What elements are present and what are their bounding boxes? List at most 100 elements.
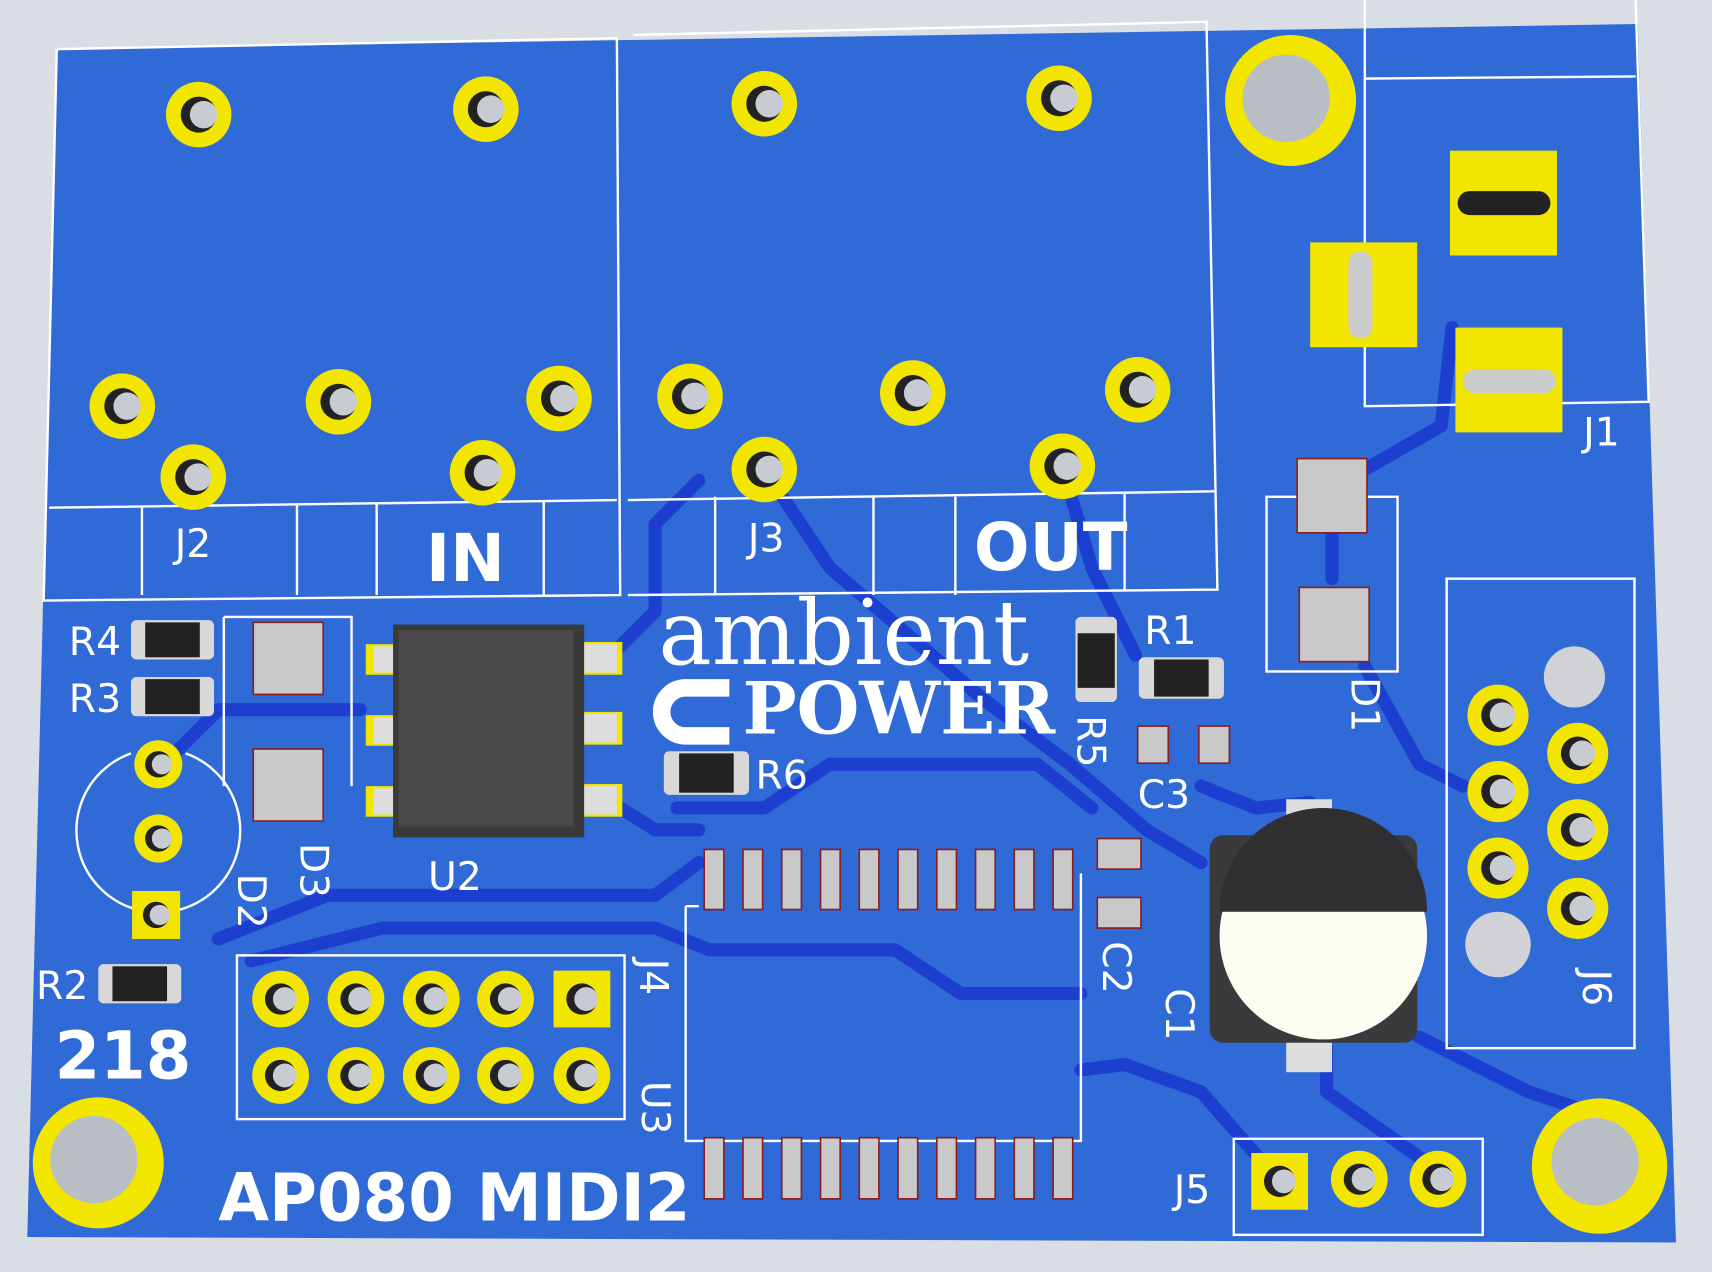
tht-pad — [1547, 877, 1609, 939]
label-j5: J5 — [1171, 1168, 1211, 1213]
u3-pin — [974, 848, 997, 911]
tht-pad — [252, 970, 309, 1028]
tht-pad — [453, 76, 519, 142]
tht-pad — [1029, 433, 1096, 499]
label-d2: D2 — [228, 873, 273, 928]
tht-pad — [165, 81, 232, 148]
u3-pin — [974, 1136, 997, 1200]
label-u2: U2 — [428, 855, 482, 900]
r3-body — [131, 676, 214, 717]
tht-pad — [1409, 1150, 1467, 1208]
resistors — [98, 616, 1224, 1004]
label-u3: U3 — [632, 1081, 677, 1135]
u3-pin — [742, 848, 764, 911]
tht-pads — [89, 65, 1609, 1210]
r2-body — [98, 964, 182, 1004]
u3-pin — [858, 848, 880, 911]
label-r3: R3 — [69, 677, 121, 722]
label-r6: R6 — [756, 753, 808, 798]
label-j6: J6 — [1573, 967, 1618, 1007]
r4-body — [131, 620, 214, 660]
label-c3: C3 — [1138, 773, 1190, 818]
label-j2: J2 — [172, 522, 212, 567]
u2-optocoupler — [365, 624, 623, 838]
tht-pad — [1026, 65, 1092, 132]
tht-pad — [89, 373, 156, 439]
tht-pad — [449, 440, 516, 506]
smd-pads — [252, 457, 1370, 929]
tht-pad — [731, 436, 798, 503]
label-j1: J1 — [1580, 410, 1620, 455]
label-r4: R4 — [69, 620, 121, 665]
r5-body — [1075, 616, 1117, 703]
tht-pad — [1465, 911, 1531, 978]
tht-pad — [1547, 799, 1609, 861]
silkscreen-labels: J2 IN J3 OUT J1 R4 R3 R1 C3 R6 U2 R2 218… — [36, 410, 1620, 1236]
label-r1: R1 — [1144, 609, 1196, 654]
u3-pads — [703, 848, 1074, 1200]
tht-pad — [1543, 646, 1605, 708]
tht-pad — [1467, 837, 1529, 899]
label-in: IN — [426, 521, 505, 597]
label-d1: D1 — [1342, 677, 1387, 732]
logo-ambient: ambient — [658, 582, 1029, 686]
u3-pin — [935, 848, 958, 911]
u3-pin — [780, 848, 803, 911]
u3-pin — [742, 1136, 764, 1200]
u3-pin — [819, 1136, 841, 1200]
u3-pin — [897, 848, 919, 911]
tht-pad — [1251, 1152, 1309, 1210]
u3-pin — [1052, 848, 1074, 911]
u3-pin — [780, 1136, 803, 1200]
label-r5: R5 — [1068, 715, 1113, 767]
c1-capacitor — [1209, 799, 1428, 1073]
u3-pin — [897, 1136, 919, 1200]
tht-pad — [327, 1047, 385, 1104]
tht-pad — [526, 365, 592, 432]
tht-pad — [1547, 722, 1609, 784]
tht-pad — [657, 363, 723, 430]
tht-pad — [477, 1047, 534, 1104]
u3-pin — [1013, 848, 1035, 911]
logo-power: POWER — [742, 666, 1056, 751]
r1-body — [1138, 657, 1224, 699]
tht-pad — [132, 890, 181, 939]
tht-pad — [1330, 1150, 1388, 1208]
tht-pad — [327, 970, 385, 1028]
label-out: OUT — [974, 510, 1128, 586]
u3-pin — [703, 1136, 725, 1200]
tht-pad — [402, 1047, 460, 1104]
tht-pad — [252, 1047, 309, 1104]
ambient-power-logo: ambient POWER — [653, 582, 1056, 751]
label-j3: J3 — [745, 516, 785, 561]
label-d3: D3 — [290, 843, 335, 898]
tht-pad — [402, 970, 460, 1028]
u3-pin — [1052, 1136, 1074, 1200]
u3-pin — [703, 848, 725, 911]
tht-pad — [160, 444, 227, 510]
r6-body — [663, 751, 749, 795]
tht-pad — [553, 1047, 611, 1104]
label-r2: R2 — [36, 964, 88, 1009]
label-c1: C1 — [1156, 988, 1201, 1040]
mounting-holes — [32, 34, 1668, 1234]
u3-pin — [819, 848, 841, 911]
tht-pad — [1104, 357, 1171, 423]
tht-pad — [134, 814, 183, 863]
u3-pin — [1013, 1136, 1035, 1200]
board-title: AP080 MIDI2 — [218, 1161, 690, 1237]
j1-pads — [1310, 150, 1563, 433]
tht-pad — [1467, 684, 1529, 746]
tht-pad — [553, 970, 611, 1028]
u3-pin — [858, 1136, 880, 1200]
tht-pad — [1467, 761, 1529, 823]
tht-pad — [477, 970, 534, 1028]
label-board-number: 218 — [55, 1019, 192, 1095]
tht-pad — [305, 369, 372, 435]
u3-pin — [935, 1136, 958, 1200]
tht-pad — [731, 70, 798, 137]
tht-pad — [880, 360, 946, 426]
tht-pad — [134, 740, 183, 789]
label-j4: J4 — [630, 956, 675, 996]
